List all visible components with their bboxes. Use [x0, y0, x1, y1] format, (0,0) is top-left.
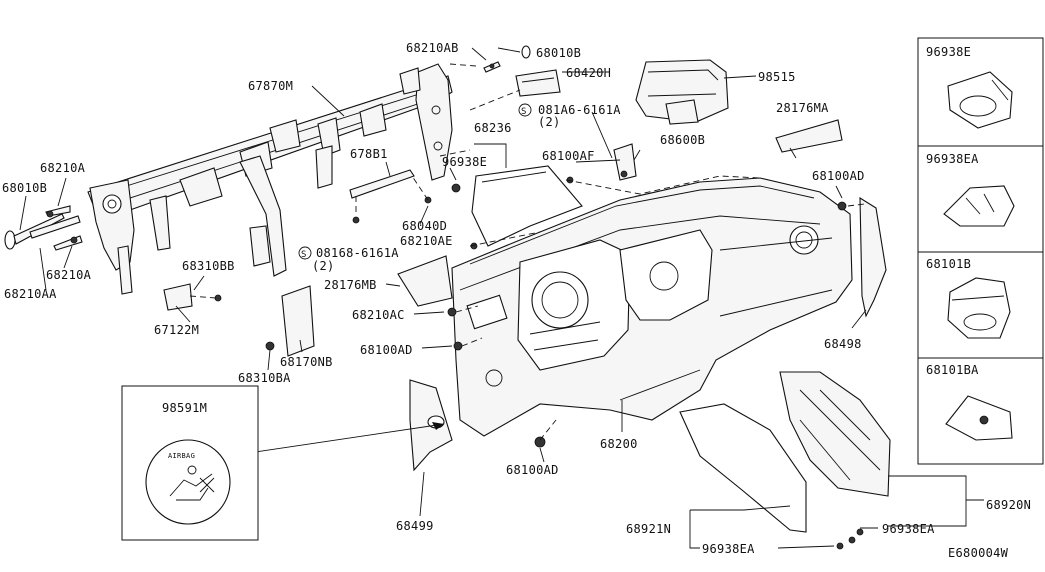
bracket-68170NB: [281, 285, 315, 357]
label-08168-qty: (2): [312, 259, 335, 273]
label-68010B-left: 68010B: [2, 181, 47, 195]
clip-68310BA: [265, 341, 275, 351]
clip-96938E-inset: [947, 71, 1013, 129]
label-68100AF: 68100AF: [542, 149, 595, 163]
label-68210AA: 68210AA: [4, 287, 57, 301]
label-678B1: 678B1: [350, 147, 388, 161]
clip-68210AC: [447, 307, 457, 317]
label-68010B-top: 68010B: [536, 46, 581, 60]
bracket-678B1: [349, 169, 432, 224]
label-68210A-top: 68210A: [40, 161, 86, 175]
inset-label-96938E: 96938E: [926, 45, 971, 59]
label-68210AE: 68210AE: [400, 234, 453, 248]
label-68420H: 68420H: [566, 66, 611, 80]
leader-lines: [19, 47, 984, 549]
label-96938EA-right: 96938EA: [882, 522, 935, 536]
label-081A6-qty: (2): [538, 115, 561, 129]
label-67122M: 67122M: [154, 323, 199, 337]
label-96938E-main: 96938E: [442, 155, 487, 169]
lower-cover-68920N: [779, 371, 891, 497]
panel-68236: [471, 165, 583, 247]
clip-96938E-main: [451, 183, 461, 193]
air-bag-module-98515: [635, 59, 729, 125]
label-98515: 98515: [758, 70, 796, 84]
label-28176MA: 28176MA: [776, 101, 829, 115]
label-08168-6161A: 08168-6161A: [316, 246, 399, 260]
screw-symbol-label-2: S: [301, 250, 307, 260]
inset-label-96938EA: 96938EA: [926, 152, 979, 166]
bracket-67122M: [163, 283, 222, 311]
clip-68101B-inset: [947, 277, 1011, 339]
clip-68100AD-right: [837, 201, 847, 211]
clip-68100AD-mid: [453, 341, 463, 351]
inset-label-68101BA: 68101BA: [926, 363, 979, 377]
steering-member-beam: [87, 63, 453, 295]
lid-28176MB: [397, 255, 453, 307]
inset-label-68101B: 68101B: [926, 257, 971, 271]
label-68920N: 68920N: [986, 498, 1031, 512]
label-68921N: 68921N: [626, 522, 671, 536]
label-68210A-bottom: 68210A: [46, 268, 92, 282]
label-68100AD-mid: 68100AD: [360, 343, 413, 357]
label-68600B: 68600B: [660, 133, 705, 147]
label-67870M: 67870M: [248, 79, 293, 93]
label-98591M: 98591M: [162, 401, 207, 415]
label-airbag-text: AIRBAG: [168, 452, 195, 460]
clip-96938EA-inset: [943, 185, 1015, 227]
label-68310BA: 68310BA: [238, 371, 291, 385]
side-finisher-68498: [859, 196, 887, 318]
label-68040D: 68040D: [402, 219, 447, 233]
label-68499: 68499: [396, 519, 434, 533]
label-68100AD-right: 68100AD: [812, 169, 865, 183]
lid-68420H: [515, 69, 561, 97]
bracket-68600B: [613, 143, 637, 181]
clip-68101BA-inset: [945, 395, 1013, 441]
label-28176MB: 28176MB: [324, 278, 377, 292]
part-labels: 68210AB 68010B 68420H 98515 67870M S 081…: [2, 41, 1031, 560]
side-cover-68499: [409, 379, 453, 472]
instrument-panel-68200: [451, 177, 853, 437]
screw-symbol-circle: [298, 246, 312, 260]
clip-96938EA-bottom: [836, 528, 864, 550]
screw-symbol-circle: [518, 103, 532, 117]
cap-68010B-top: [521, 45, 531, 59]
screw-symbol-label: S: [521, 107, 527, 117]
label-68210AB: 68210AB: [406, 41, 459, 55]
label-68310BB: 68310BB: [182, 259, 235, 273]
label-68236: 68236: [474, 121, 512, 135]
clip-68100AD-bottom: [534, 436, 546, 448]
airbag-arrow: [432, 422, 444, 430]
left-fasteners: [4, 205, 83, 251]
diagram-code: E680004W: [948, 546, 1009, 560]
label-68210AC: 68210AC: [352, 308, 405, 322]
label-68100AD-bottom: 68100AD: [506, 463, 559, 477]
label-68200: 68200: [600, 437, 638, 451]
label-68170NB: 68170NB: [280, 355, 333, 369]
lower-cover-68921N: [679, 403, 807, 533]
airbag-label-sticker: [145, 439, 231, 525]
clip-68210AB: [483, 61, 501, 73]
label-96938EA-bottom: 96938EA: [702, 542, 755, 556]
label-68498: 68498: [824, 337, 862, 351]
cover-28176MA: [775, 119, 843, 159]
label-081A6-6161A: 081A6-6161A: [538, 103, 621, 117]
